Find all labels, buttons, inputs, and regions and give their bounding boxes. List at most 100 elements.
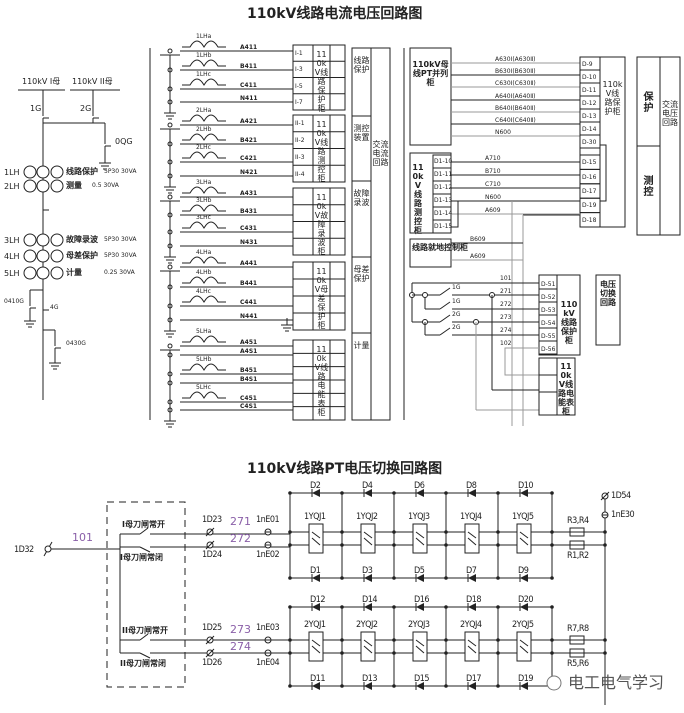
- function-label: 线路保护: [353, 56, 370, 74]
- wire-label: N600: [495, 129, 511, 136]
- circuit-label: 交流电流回路: [372, 140, 389, 167]
- junction-dot: [496, 651, 500, 655]
- diode-label: D7: [466, 566, 477, 576]
- ct-spec: 5P30 30VA: [104, 168, 137, 175]
- resistor-icon: [569, 635, 585, 645]
- terminal-label: D-16: [582, 173, 597, 181]
- ct-id: 4LH: [4, 252, 20, 261]
- cabinet-label: 110kV线路电能表柜: [314, 345, 329, 417]
- wire-label: C630Ⅰ(C630Ⅱ): [495, 80, 536, 87]
- terminal-cell: [579, 147, 601, 156]
- terminal-label: D1-15: [434, 223, 453, 230]
- diode-icon: [468, 603, 476, 611]
- relay-label: 2YQJ4: [460, 620, 482, 630]
- cabinet-label: 110kV线路保护柜: [314, 50, 329, 113]
- relay-coil-icon: [412, 523, 428, 554]
- wire-label: A411: [240, 44, 258, 51]
- ct-icon: [50, 165, 64, 179]
- junction-dot: [444, 543, 448, 547]
- terminal-icon: [44, 545, 52, 553]
- ct-purpose: 母差保护: [66, 251, 98, 260]
- switch-label: 2G: [452, 324, 461, 331]
- junction-dot: [496, 576, 500, 580]
- wire: [139, 546, 151, 553]
- ct-purpose: 测量: [66, 181, 82, 190]
- wire-label: N600: [485, 194, 501, 201]
- terminal-label: I-5: [295, 82, 303, 90]
- contact-label: II母刀闸常开: [122, 626, 168, 635]
- terminal-label: D-30: [582, 138, 597, 146]
- ct-coil-icon: [182, 40, 226, 48]
- diode-icon: [416, 682, 424, 690]
- relay-coil-icon: [311, 537, 321, 546]
- ct-id: 2LH: [4, 182, 20, 191]
- section-title: 110kV线路PT电压切换回路图: [247, 461, 443, 477]
- wire-label: C451: [240, 395, 257, 402]
- wire-label: B710: [485, 168, 501, 175]
- circuit-box: [370, 47, 391, 421]
- diode-icon: [364, 489, 372, 497]
- protect-label: 保护: [643, 92, 654, 114]
- contact-label: I母刀闸常开: [122, 520, 165, 529]
- wire: [439, 301, 451, 310]
- relay-coil-icon: [311, 531, 321, 539]
- terminal-label: 1D54: [611, 491, 631, 501]
- coil-label: 2LHb: [196, 126, 212, 133]
- switch-label: 1G: [30, 104, 42, 113]
- circuit-box: [595, 274, 621, 346]
- relay-coil-icon: [464, 631, 480, 662]
- junction-dot: [288, 491, 292, 495]
- relay-coil-icon: [519, 645, 529, 654]
- diode-icon: [312, 603, 320, 611]
- ct-coil-icon: [182, 114, 226, 122]
- wire-label: 273: [500, 314, 512, 321]
- terminal-label: D-14: [582, 125, 597, 133]
- ct-icon: [36, 179, 50, 193]
- diode-icon: [416, 489, 424, 497]
- terminal-icon: [167, 48, 173, 54]
- wire-label: 101: [72, 531, 93, 544]
- terminal-label: D-11: [582, 86, 597, 94]
- relay-label: 1YQJ5: [512, 512, 534, 522]
- terminal-label: II-2: [295, 137, 305, 145]
- wire: [139, 652, 151, 659]
- junction-dot: [340, 638, 344, 642]
- source-box-label: 110kV母线PT并列柜: [412, 60, 449, 87]
- ct-coil-icon: [182, 276, 226, 284]
- ct-coil-icon: [182, 151, 226, 159]
- junction-dot: [340, 543, 344, 547]
- coil-label: 2LHa: [196, 107, 212, 114]
- diode-label: D2: [310, 481, 321, 491]
- diode-label: D20: [518, 595, 534, 605]
- diode-label: D12: [310, 595, 326, 605]
- junction-dot: [550, 605, 554, 609]
- wire-label: N411: [240, 95, 258, 102]
- diode-label: D15: [414, 674, 430, 684]
- contact-label: I母刀闸常闭: [120, 553, 163, 562]
- switch-label: 1G: [452, 298, 461, 305]
- junction-dot: [288, 576, 292, 580]
- junction-dot: [340, 605, 344, 609]
- ct-icon: [50, 233, 64, 247]
- junction-dot: [496, 638, 500, 642]
- ct-icon: [36, 266, 50, 280]
- terminal-label: D-52: [541, 294, 556, 301]
- plug-label: 1nE02: [256, 550, 280, 560]
- ct-id: 5LH: [4, 269, 20, 278]
- junction-dot: [496, 530, 500, 534]
- wire-label: 274: [500, 327, 512, 334]
- diode-label: D17: [466, 674, 482, 684]
- switch-label: 4G: [50, 304, 59, 311]
- switch-label: 0430G: [66, 340, 86, 347]
- relay-label: 2YQJ3: [408, 620, 430, 630]
- local-box: [409, 238, 452, 268]
- coil-label: 4LHc: [196, 288, 211, 295]
- junction-dot: [288, 605, 292, 609]
- terminal-label: D-56: [541, 346, 556, 353]
- coil-label: 1LHc: [196, 71, 211, 78]
- terminal-label: 1D26: [202, 658, 222, 668]
- diode-label: D4: [362, 481, 373, 491]
- resistor-label: R7,R8: [567, 624, 589, 634]
- wire-label: A609: [485, 207, 501, 214]
